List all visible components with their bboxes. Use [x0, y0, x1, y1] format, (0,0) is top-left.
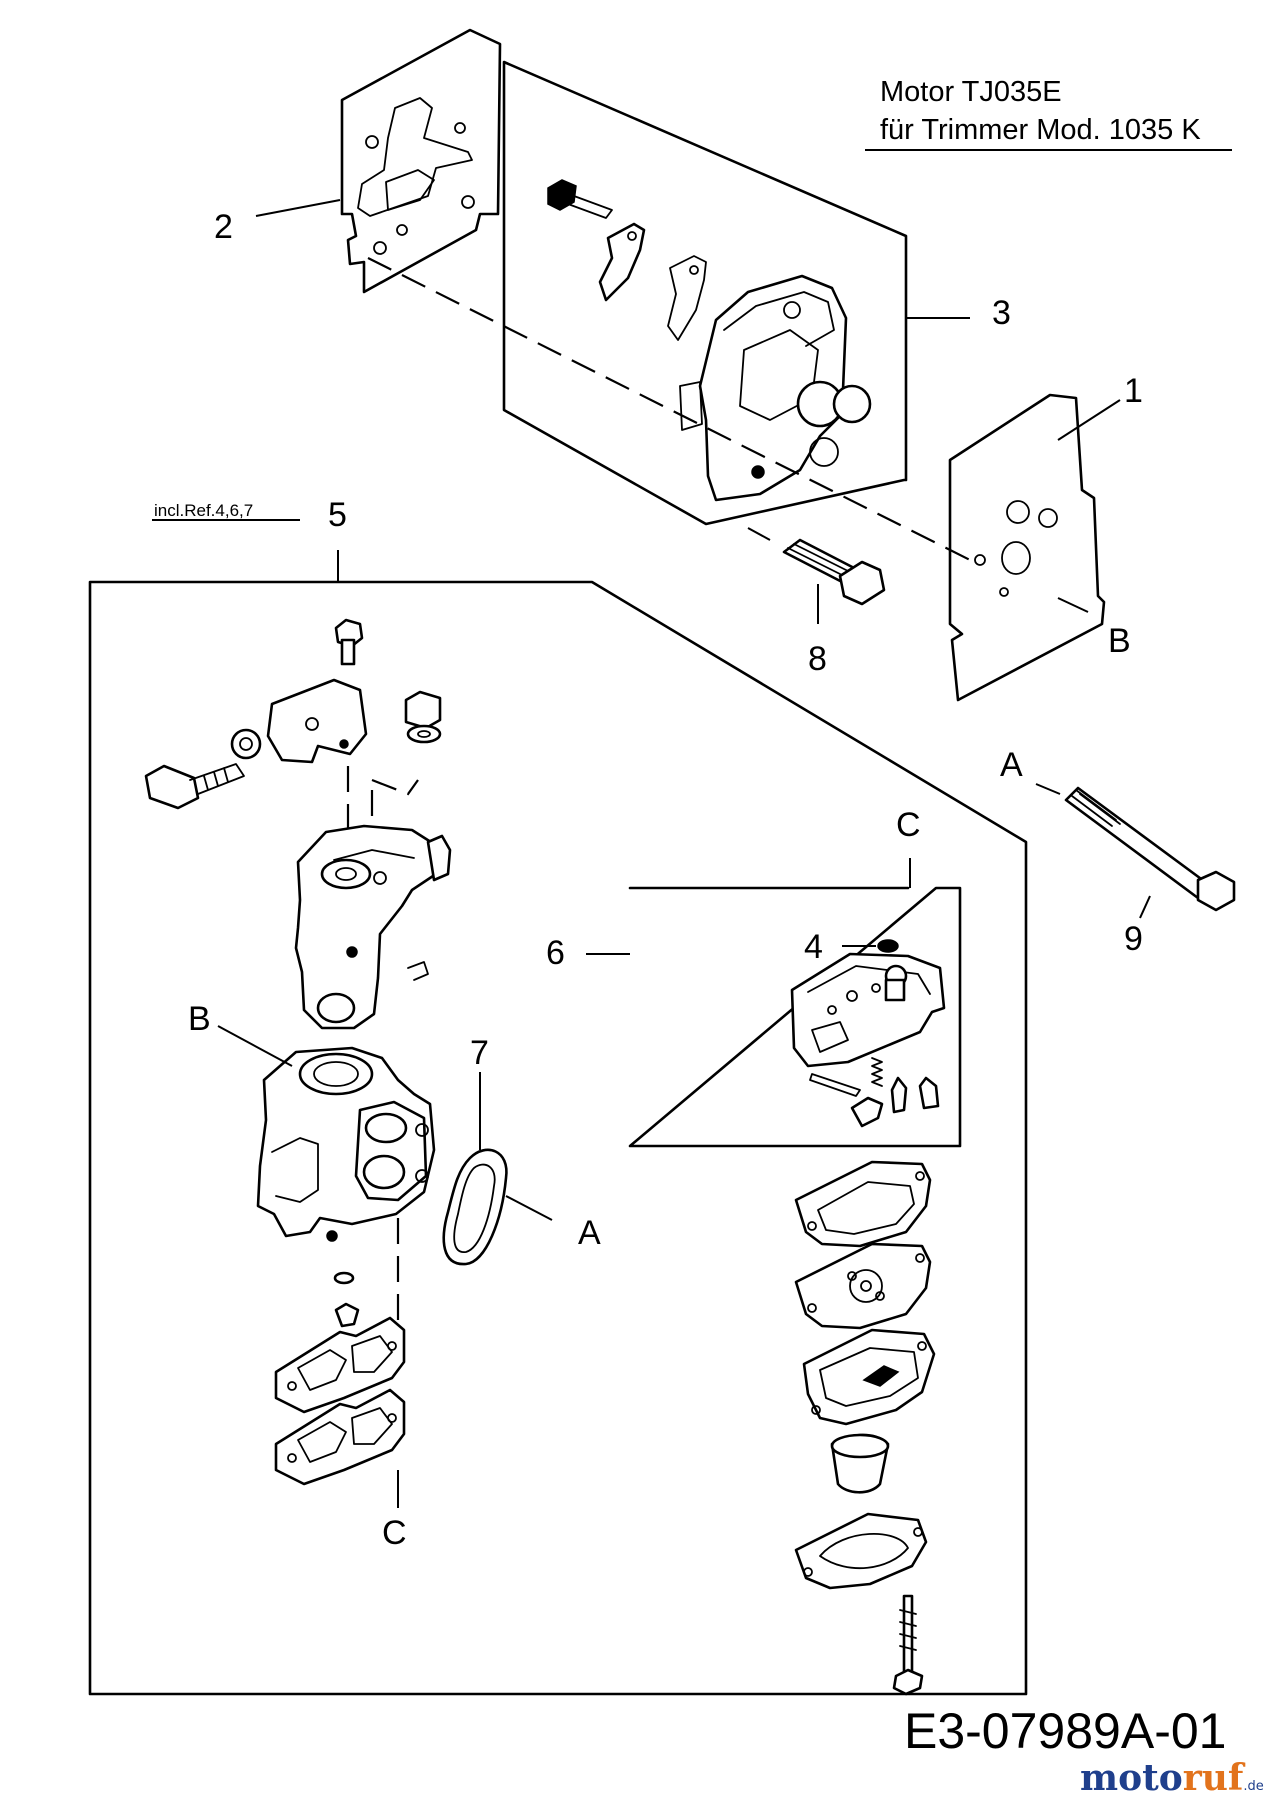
leader-2	[255, 199, 341, 217]
part-8-bolt	[747, 527, 886, 624]
callout-7: 7	[470, 1034, 489, 1072]
part-6-frame	[586, 858, 962, 1148]
callout-c-bottom: C	[382, 1514, 407, 1552]
throttle-assembly	[144, 618, 452, 1030]
callout-c-top: C	[896, 806, 921, 844]
watermark-logo: motoruf.de	[1080, 1757, 1264, 1799]
callout-b-carb: B	[188, 1000, 211, 1038]
callout-9: 9	[1124, 920, 1143, 958]
title-line-2: für Trimmer Mod. 1035 K	[880, 114, 1201, 146]
title-block: Motor TJ035E für Trimmer Mod. 1035 K	[865, 76, 1232, 151]
part-5-frame	[88, 519, 1028, 1696]
incl-note: incl.Ref.4,6,7	[154, 501, 253, 520]
callout-5: 5	[328, 496, 347, 534]
footer: E3-07989A-01	[904, 1703, 1226, 1759]
callout-8: 8	[808, 640, 827, 678]
watermark-suffix: .de	[1243, 1779, 1263, 1794]
callout-1: 1	[1124, 372, 1143, 410]
callout-4: 4	[804, 928, 823, 966]
title-line-1: Motor TJ035E	[880, 76, 1062, 108]
callout-labels: 2 3 1 B 8 incl.Ref.4,6,7 5 A C 9 4 6 B 7…	[154, 199, 1143, 1552]
carburetor-body	[217, 1025, 553, 1266]
lower-left-parts	[274, 1218, 406, 1508]
alignment-line-top	[367, 257, 971, 561]
callout-a-carb: A	[578, 1214, 601, 1252]
callout-3: 3	[992, 294, 1011, 332]
lower-right-parts	[794, 1160, 936, 1696]
part-6-contents	[790, 939, 946, 1128]
callout-a-bolt: A	[1000, 746, 1023, 784]
callout-6: 6	[546, 934, 565, 972]
part-3-panel	[502, 60, 970, 526]
part-9-bolt	[1035, 783, 1236, 919]
diagram-code: E3-07989A-01	[904, 1703, 1226, 1759]
callout-b-top: B	[1108, 622, 1131, 660]
callout-2: 2	[214, 208, 233, 246]
part-2-gasket	[340, 28, 502, 294]
part-1-gasket	[948, 393, 1121, 702]
watermark-part1: moto	[1080, 1757, 1183, 1799]
watermark: motoruf.de	[1080, 1757, 1264, 1799]
watermark-part2: ruf	[1183, 1757, 1246, 1799]
